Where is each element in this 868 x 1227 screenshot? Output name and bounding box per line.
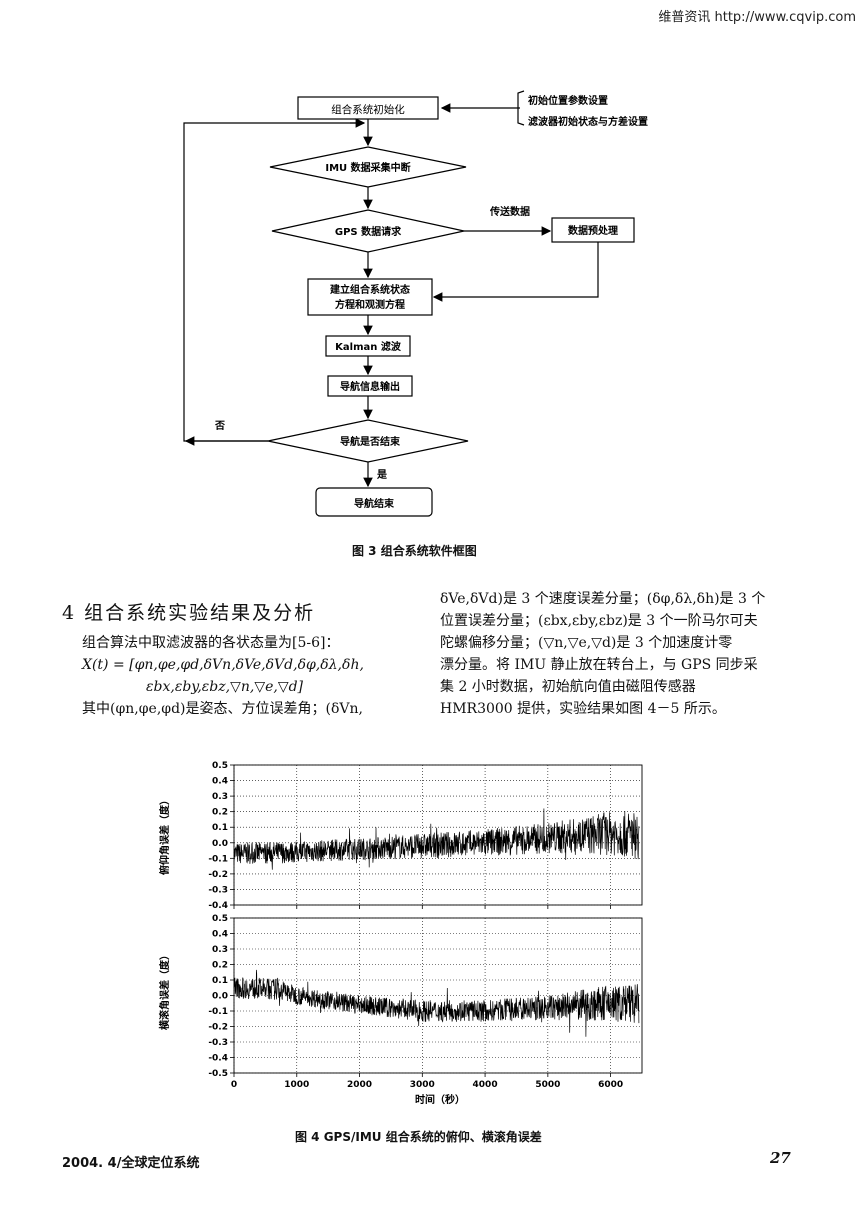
- pitch-series-line: [233, 808, 640, 870]
- roll-ytick-label: 0.1: [212, 976, 228, 986]
- x-axis-label: 时间（秒）: [415, 1093, 465, 1106]
- pitch-ytick-label: -0.1: [208, 854, 228, 864]
- send-data-label: 传送数据: [489, 205, 530, 218]
- arrow-preprocess-to-model: [432, 242, 599, 302]
- roll-frame: [233, 917, 643, 1074]
- x-tick-label: 2000: [347, 1080, 372, 1090]
- model-label-2: 方程和观测方程: [335, 298, 405, 311]
- end-box: [315, 487, 433, 517]
- right-line-3: 陀螺偏移分量；(▽n,▽e,▽d)是 3 个加速度计零: [440, 635, 733, 651]
- x-tick-label: 3000: [410, 1080, 435, 1090]
- pitch-ytick-label: 0.1: [212, 823, 228, 833]
- roll-ytick-label: 0.4: [212, 930, 228, 940]
- figure4-caption: 图 4 GPS/IMU 组合系统的俯仰、横滚角误差: [295, 1130, 542, 1144]
- roll-ytick-label: -0.3: [208, 1038, 228, 1048]
- x-tick-label: 1000: [284, 1080, 309, 1090]
- roll-ytick-label: -0.4: [208, 1054, 228, 1064]
- pitch-ytick-label: -0.4: [208, 901, 228, 911]
- roll-ytick-label: -0.1: [208, 1007, 228, 1017]
- roll-ytick-label: 0.2: [212, 961, 228, 971]
- no-label: 否: [214, 420, 225, 432]
- preprocess-box: [551, 217, 635, 243]
- preprocess-label: 数据预处理: [568, 224, 618, 237]
- right-line-6: HMR3000 提供，实验结果如图 4－5 所示。: [440, 701, 726, 717]
- pitch-ytick-label: 0.0: [212, 839, 228, 849]
- section-title: 4 组合系统实验结果及分析: [62, 602, 316, 624]
- left-line-3: εbx,εby,εbz,▽n,▽e,▽d]: [146, 679, 304, 695]
- notes-brace: [517, 90, 525, 126]
- page-number: 27: [770, 1149, 791, 1167]
- note2-label: 滤波器初始状态与方差设置: [528, 115, 648, 128]
- pitch-ytick-label: 0.3: [212, 792, 228, 802]
- roll-ytick-label: 0.3: [212, 945, 228, 955]
- roll-ytick-label: -0.2: [208, 1023, 228, 1033]
- gps-label: GPS 数据请求: [335, 225, 402, 238]
- x-tick-label: 4000: [473, 1080, 498, 1090]
- roll-ytick-label: 0.0: [212, 992, 228, 1002]
- output-box: [327, 375, 413, 397]
- left-line-2: X(t) = [φn,φe,φd,δVn,δVe,δVd,δφ,δλ,δh,: [82, 657, 364, 673]
- pitch-ytick-label: 0.4: [212, 777, 228, 787]
- kalman-label: Kalman 滤波: [335, 340, 402, 353]
- roll-ytick-label: -0.5: [208, 1069, 228, 1079]
- yes-label: 是: [376, 469, 387, 481]
- right-line-4: 漂分量。将 IMU 静止放在转台上，与 GPS 同步采: [440, 657, 758, 673]
- journal-footer: 2004. 4/全球定位系统: [62, 1156, 200, 1171]
- roll-error-panel: 0.5 0.4 0.3 0.2 0.1 0.0 -0.1 -0.2 -0.3 -0.4 -0.50 1…: [208, 914, 643, 1090]
- note1-label: 初始位置参数设置: [528, 94, 608, 107]
- pitch-error-panel: 0.5 0.4 0.3 0.2 0.1 0.0 -0.1 -0.2 -0.3 -0.4: [208, 761, 643, 911]
- pitch-ylabel: 俯仰角误差（度）: [158, 795, 171, 875]
- imu-label: IMU 数据采集中断: [325, 161, 410, 174]
- right-column: δVe,δVd)是 3 个速度误差分量；(δφ,δλ,δh)是 3 个 位置误差…: [440, 588, 790, 720]
- pitch-frame: [233, 764, 643, 906]
- roll-ytick-label: 0.5: [212, 914, 228, 924]
- decision-label: 导航是否结束: [340, 435, 401, 448]
- right-line-5: 集 2 小时数据，初始航向值由磁阻传感器: [440, 679, 696, 695]
- software-flowchart: 组合系统初始化 初始位置参数设置 滤波器初始状态与方差设置 IMU 数据采集中断…: [183, 90, 648, 517]
- figure3-caption: 图 3 组合系统软件框图: [352, 544, 477, 558]
- pitch-ytick-label: -0.3: [208, 885, 228, 895]
- end-label: 导航结束: [354, 497, 395, 510]
- x-tick-label: 5000: [535, 1080, 560, 1090]
- error-chart: 0.50.40.30.20.10.0-0.1-0.2-0.3-0.4 0.50.…: [158, 761, 643, 1106]
- left-column: 组合算法中取滤波器的各状态量为[5-6]： X(t) = [φn,φe,φd,δ…: [82, 632, 422, 720]
- pitch-ytick-label: 0.2: [212, 808, 228, 818]
- roll-ylabel: 横滚角误差（度）: [158, 950, 171, 1030]
- x-tick-label: 6000: [598, 1080, 623, 1090]
- model-box: [307, 278, 433, 316]
- site-watermark[interactable]: 维普资讯 http://www.cqvip.com: [658, 10, 856, 25]
- roll-series-line: [233, 969, 640, 1037]
- left-line-1: 组合算法中取滤波器的各状态量为[5-6]：: [82, 635, 340, 651]
- right-line-2: 位置误差分量；(εbx,εby,εbz)是 3 个一阶马尔可夫: [440, 613, 758, 629]
- x-tick-label: 0: [231, 1080, 237, 1090]
- pitch-ytick-label: -0.2: [208, 870, 228, 880]
- init-label: 组合系统初始化: [331, 103, 405, 116]
- output-label: 导航信息输出: [340, 380, 400, 393]
- pitch-ytick-label: 0.5: [212, 761, 228, 771]
- left-line-4: 其中(φn,φe,φd)是姿态、方位误差角；(δVn,: [82, 701, 363, 717]
- right-line-1: δVe,δVd)是 3 个速度误差分量；(δφ,δλ,δh)是 3 个: [440, 591, 766, 607]
- model-label-1: 建立组合系统状态: [329, 283, 410, 296]
